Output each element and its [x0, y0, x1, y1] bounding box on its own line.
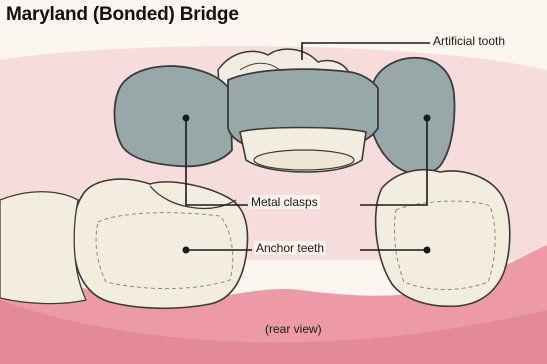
metal-clasp-left — [115, 66, 232, 166]
diagram-title: Maryland (Bonded) Bridge — [6, 4, 239, 26]
label-metal-clasps: Metal clasps — [249, 195, 320, 209]
anchor-tooth-right — [376, 170, 510, 307]
dot-clasp-right — [424, 115, 431, 122]
partial-tooth-left — [0, 192, 86, 304]
pontic-base — [254, 150, 354, 170]
label-rear-view: (rear view) — [263, 322, 324, 336]
dot-anchor-right — [424, 247, 431, 254]
label-anchor-teeth: Anchor teeth — [254, 241, 326, 255]
dot-anchor-left — [183, 247, 190, 254]
label-artificial-tooth: Artificial tooth — [431, 34, 507, 48]
dot-clasp-left — [183, 115, 190, 122]
